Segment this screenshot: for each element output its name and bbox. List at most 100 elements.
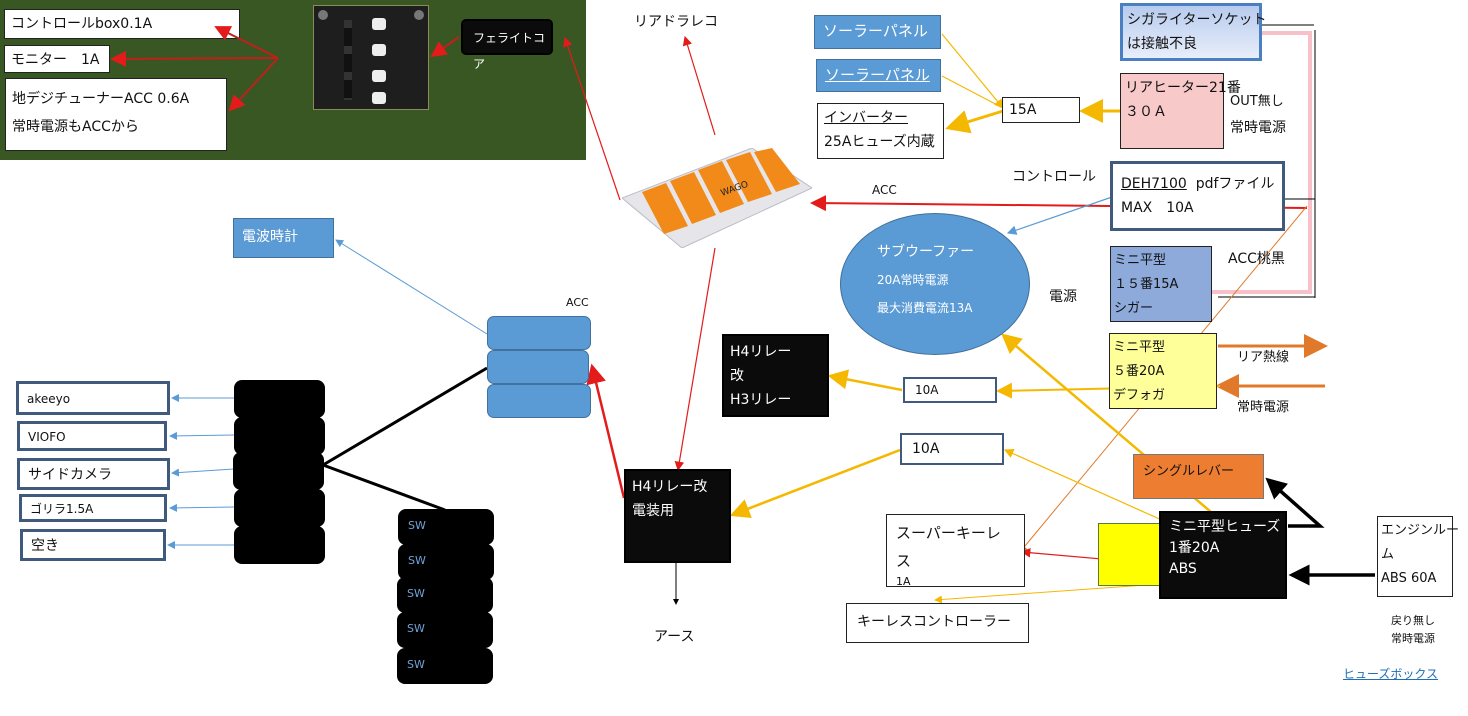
mini1-line2: 1番20A <box>1169 540 1220 556</box>
mini5-line3: デフォガ <box>1113 388 1166 403</box>
wire-ferrite-to-switch <box>430 36 460 58</box>
monitor-label: モニター 1A <box>4 45 110 73</box>
mini1-line3: ABS <box>1169 561 1197 577</box>
fuse-15a: 15A <box>1002 97 1080 123</box>
super-keyless-line1: スーパーキーレス <box>896 524 1001 570</box>
inverter-fuse: 25Aヒューズ内蔵 <box>824 134 935 150</box>
power-label: 電源 <box>1049 289 1077 305</box>
deh-max: MAX 10A <box>1121 200 1194 216</box>
wire-wago-to-rear-dashcam <box>682 35 716 136</box>
subwoofer-line1: サブウーファー <box>877 244 975 260</box>
h4elec-line2: 電装用 <box>632 503 674 519</box>
wire-deh-to-subwoofer <box>1006 196 1113 235</box>
wire-h4-to-acc-hub <box>586 363 626 499</box>
mini15-line1: ミニ平型 <box>1114 253 1167 268</box>
inverter-link[interactable]: インバーター <box>824 110 908 126</box>
tuner-line2: 常時電源もACCから <box>12 119 139 135</box>
out-none-label: OUT無し <box>1230 94 1284 109</box>
switch-5[interactable]: SW <box>397 648 493 684</box>
engine-line2: ム <box>1381 547 1395 562</box>
wire-acc-hub-to-clock <box>335 239 488 335</box>
h4h3-line2: 改 <box>730 368 744 384</box>
switch-2[interactable]: SW <box>398 544 494 580</box>
device-viofo: VIOFO <box>17 421 167 451</box>
wire-10a-to-h4-elec <box>729 448 901 519</box>
rear-heat-wire-label: リア熱線 <box>1237 350 1290 365</box>
subwoofer-line3: 最大消費電流13A <box>877 301 973 315</box>
always-on-label-2: 常時電源 <box>1230 120 1286 136</box>
wire-36 <box>169 431 235 440</box>
mini-fuse-1-box: ミニ平型ヒューズ 1番20A ABS <box>1159 511 1287 599</box>
super-keyless-line2: 1A <box>896 575 911 588</box>
switch-panel-image <box>313 5 429 110</box>
acc-pink-black-label: ACC桃黒 <box>1228 251 1285 267</box>
rear-heater-box: リアヒーター21番 ３０Ａ <box>1120 73 1241 149</box>
distribution-slot-5 <box>234 526 325 564</box>
mini5-line2: ５番20A <box>1113 364 1165 379</box>
wire-fuse-to-lever <box>1265 477 1325 528</box>
fuse-10a-bottom: 10A <box>900 433 1004 465</box>
wago-connector-image: WAGO <box>621 147 814 249</box>
wire-10 <box>941 75 1004 109</box>
device-gorilla: ゴリラ1.5A <box>19 494 167 522</box>
tuner-label: 地デジチューナーACC 0.6A 常時電源もACCから <box>5 78 227 151</box>
tuner-line1: 地デジチューナーACC 0.6A <box>12 91 190 107</box>
deh7100-box: DEH7100 pdfファイル MAX 10A <box>1110 161 1285 231</box>
cigar-line1: シガライターソケット <box>1127 12 1267 28</box>
rear-heater-line1: リアヒーター21番 <box>1125 80 1241 96</box>
super-keyless-box: スーパーキーレス 1A <box>886 514 1025 588</box>
solar-panel-2-link[interactable]: ソーラーパネル <box>825 66 930 84</box>
device-empty: 空き <box>20 529 166 561</box>
mini15-line2: １５番15A <box>1114 277 1179 292</box>
wire-control-box <box>214 26 279 59</box>
wire-monitor <box>110 50 279 67</box>
rear-dashcam-label: リアドラレコ <box>634 14 718 30</box>
engine-line3: ABS 60A <box>1381 571 1437 586</box>
device-akeeyo: akeeyo <box>16 381 170 415</box>
device-side-camera: サイドカメラ <box>17 458 170 490</box>
wire-37 <box>171 468 235 477</box>
acc-label-top: ACC <box>872 183 897 197</box>
wire-acc-hub-to-pills <box>322 366 488 467</box>
cigar-socket-box: シガライターソケット は接触不良 <box>1120 3 1267 61</box>
h4-electrical-relay-box: H4リレー改 電装用 <box>624 469 731 563</box>
deh-pdf-label: pdfファイル <box>1195 176 1275 192</box>
control-box-label: コントロールbox0.1A <box>4 9 240 39</box>
inverter-box: インバーター 25Aヒューズ内蔵 <box>817 103 944 159</box>
h4-h3-relay-box: H4リレー 改 H3リレー <box>722 334 829 417</box>
no-return-line1: 戻り無し <box>1391 614 1435 627</box>
wire-38 <box>169 503 235 512</box>
mini5-line1: ミニ平型 <box>1113 340 1166 355</box>
wire-cigar-pink <box>1212 31 1312 294</box>
h4elec-line1: H4リレー改 <box>632 479 708 495</box>
yellow-block <box>1098 523 1160 586</box>
acc-hub-slot-3 <box>487 384 591 418</box>
wire-9 <box>941 33 1004 109</box>
no-return-line2: 常時電源 <box>1391 632 1435 645</box>
mini15-line3: シガー <box>1114 301 1154 316</box>
acc-hub-label: ACC <box>566 296 589 309</box>
switch-1[interactable]: SW <box>398 509 494 545</box>
mini-fuse-5-box: ミニ平型 ５番20A デフォガ <box>1109 333 1217 409</box>
fuse-10a-top: 10A <box>903 377 997 403</box>
switch-4[interactable]: SW <box>397 612 493 648</box>
distribution-slot-1 <box>234 380 325 418</box>
single-lever-box: シングルレバー <box>1133 454 1264 499</box>
always-on-label: 常時電源 <box>1237 400 1290 415</box>
cigar-line2: は接触不良 <box>1127 36 1197 52</box>
h4h3-line1: H4リレー <box>730 344 792 360</box>
mini-fuse-15-box: ミニ平型 １５番15A シガー <box>1110 246 1212 322</box>
deh7100-link[interactable]: DEH7100 <box>1121 176 1187 192</box>
distribution-slot-4 <box>234 489 325 527</box>
engine-room-box: エンジンルー ム ABS 60A <box>1377 516 1459 597</box>
subwoofer-ellipse: サブウーファー 20A常時電源 最大消費電流13A <box>840 213 1030 355</box>
switch-3[interactable]: SW <box>397 577 493 613</box>
distribution-slot-3 <box>233 452 324 490</box>
solar-panel-1: ソーラーパネル <box>814 15 941 49</box>
subwoofer-line2: 20A常時電源 <box>877 273 949 287</box>
fuse-box-link[interactable]: ヒューズボックス <box>1343 667 1439 681</box>
wire-wago-to-h4 <box>674 247 716 472</box>
ferrite-core-label: フェライトコア <box>461 19 553 71</box>
rear-heater-line2: ３０Ａ <box>1125 104 1167 120</box>
